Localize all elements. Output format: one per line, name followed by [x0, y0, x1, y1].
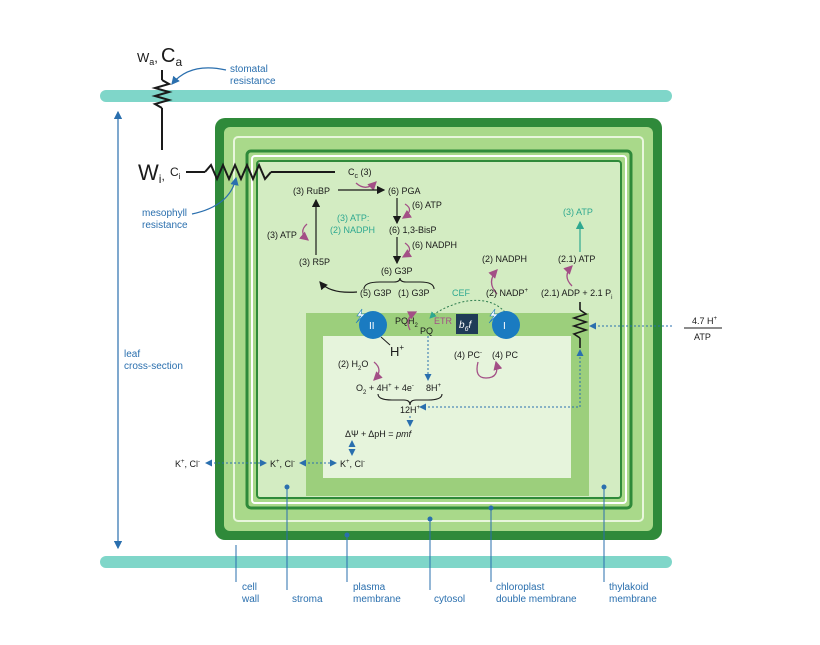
label-cell-wall-1: cell [242, 582, 257, 593]
atp3-label: (3) ATP [267, 230, 297, 240]
b6f-label: b6f [459, 320, 472, 333]
ion-label-3: K+, Cl- [340, 459, 365, 469]
leaf-label-2: cross-section [124, 361, 183, 372]
ion-label-1: K+, Cl- [175, 459, 200, 469]
r5p-label: (3) R5P [299, 257, 330, 267]
chloroplast-inner-membrane-white [251, 155, 627, 504]
atp6-curve-arrow [401, 203, 413, 219]
pc-minus-label: (4) PC- [454, 350, 482, 360]
pc-loop-arrow [476, 360, 503, 379]
ion-label-2: K+, Cl- [270, 459, 295, 469]
label-chloroplast-1: chloroplast [496, 582, 545, 593]
rubp-label: (3) RuBP [293, 186, 330, 196]
pga-label: (6) PGA [388, 186, 421, 196]
stomatal-label-1: stomatal [230, 64, 268, 75]
pq-curve-arrow [406, 311, 418, 331]
h-brace [377, 393, 443, 406]
g3p6-label: (6) G3P [381, 266, 413, 276]
adp-label: (2.1) ADP + 2.1 Pi [541, 288, 612, 301]
label-thylakoid-1: thylakoid [609, 582, 648, 593]
cef-label: CEF [452, 288, 471, 298]
atp-synthase-resistor [571, 302, 589, 348]
stomatal-label-2: resistance [230, 76, 276, 87]
h12-label: 12H+ [400, 405, 421, 415]
mesophyll-resistor [186, 162, 335, 182]
cef-path [429, 299, 506, 319]
pc-label: (4) PC [492, 350, 519, 360]
label-cell-wall-2: wall [241, 594, 259, 605]
g3p-brace [363, 277, 435, 290]
lower-epidermis-band [100, 556, 672, 568]
h2o-label: (2) H2O [338, 359, 368, 372]
mesophyll-label-2: resistance [142, 220, 188, 231]
ps2-label: II [369, 321, 375, 332]
cc-curve-arrow [355, 181, 377, 191]
ps1-label: I [503, 321, 506, 332]
atp6-label: (6) ATP [412, 200, 442, 210]
ratio-bottom: ATP [694, 332, 711, 342]
label-plasma-1: plasma [353, 582, 386, 593]
nadph6-label: (6) NADPH [412, 240, 457, 250]
hplus-label: H+ [390, 343, 404, 359]
ci-label: Ci [170, 165, 181, 181]
g3p-to-r5p-arrow [319, 281, 358, 293]
chloroplast-outer-membrane [245, 149, 633, 510]
etr-label: ETR [434, 316, 453, 326]
cc-label: Cc (3) [348, 167, 372, 180]
nadp-label: (2) NADP+ [486, 288, 529, 298]
ps1-lightning-icon [488, 308, 499, 324]
label-cytosol: cytosol [434, 594, 465, 605]
ratio-label-2: (2) NADPH [330, 225, 375, 235]
stomatal-resistor [151, 70, 173, 150]
nadph6-curve-arrow [401, 242, 413, 258]
ps2-to-h-line [380, 336, 391, 346]
wa-label: Wa, [137, 50, 158, 67]
bisp-label: (6) 1,3-BisP [389, 225, 437, 235]
mesophyll-label-1: mesophyll [142, 208, 187, 219]
upper-epidermis-band [100, 90, 672, 102]
mesophyll-pointer [191, 176, 239, 215]
g3p1-label: (1) G3P [398, 288, 430, 298]
ca-label: Ca [161, 45, 182, 69]
nadph2-label: (2) NADPH [482, 254, 527, 264]
label-stroma: stroma [292, 594, 323, 605]
cytochrome-b6f [456, 314, 478, 334]
leaf-label-1: leaf [124, 349, 140, 360]
bottom-dots [284, 484, 607, 538]
label-thylakoid-2: membrane [609, 594, 657, 605]
h2o-curve-arrow [373, 361, 383, 381]
pqh2-label: PQH2 [395, 316, 419, 329]
ratio-top: 4.7 H+ [692, 316, 718, 326]
nadp-curve-arrow [488, 269, 498, 295]
wi-label: Wi, [138, 160, 165, 186]
photosystem-ii [359, 311, 387, 339]
stomatal-pointer [171, 67, 227, 85]
label-plasma-2: membrane [353, 594, 401, 605]
plasma-membrane [233, 136, 644, 522]
ratio-label-1: (3) ATP: [337, 213, 369, 223]
pmf-label: ΔΨ + ΔpH = pmf [345, 429, 413, 439]
atp21-label: (2.1) ATP [558, 254, 595, 264]
ps2-lightning-icon [355, 308, 366, 324]
h8-label: 8H+ [426, 383, 442, 393]
bottom-pointers [235, 487, 605, 590]
atp3-curve-arrow [299, 223, 310, 241]
label-chloroplast-2: double membrane [496, 594, 577, 605]
atp3-out-label: (3) ATP [563, 207, 593, 217]
photosystem-i [492, 311, 520, 339]
o2-equation: O2 + 4H+ + 4e- [356, 383, 414, 396]
pq-label: PQ [420, 326, 433, 336]
adp-curve-arrow [563, 265, 573, 287]
g3p5-label: (5) G3P [360, 288, 392, 298]
